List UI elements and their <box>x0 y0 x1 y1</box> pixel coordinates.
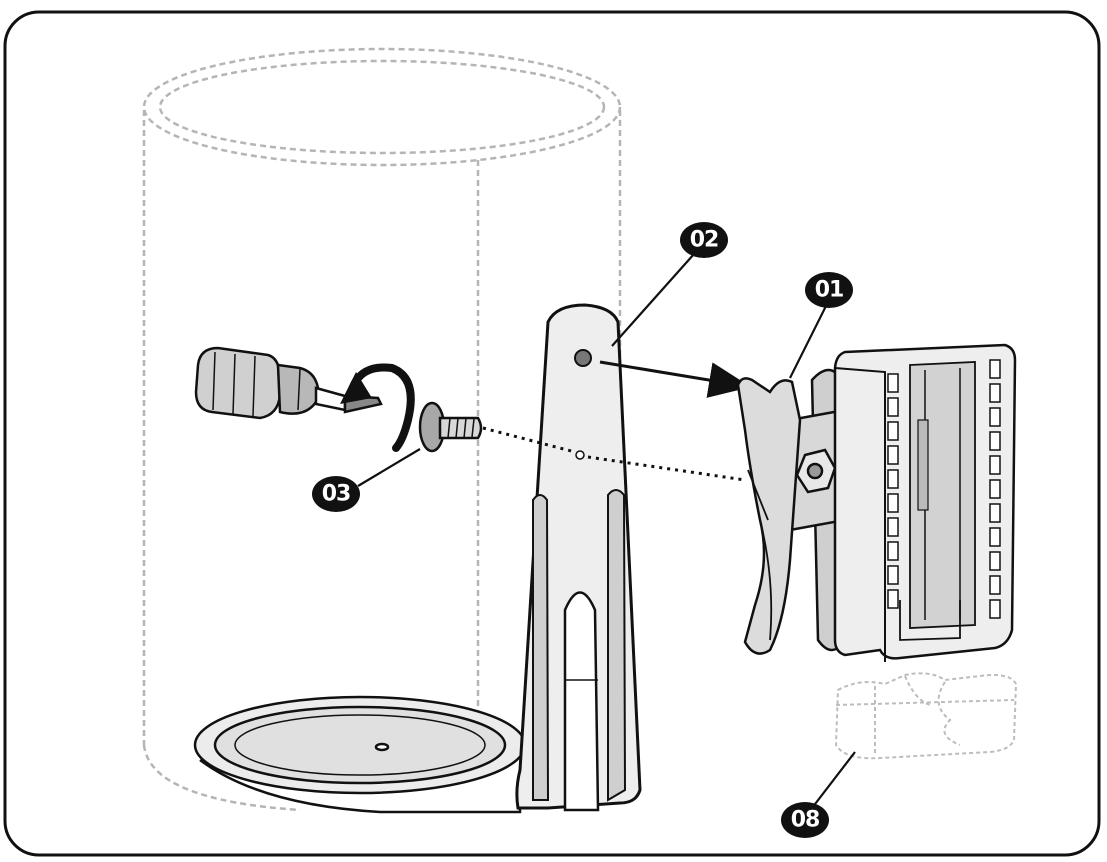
bracket-plate <box>515 303 642 812</box>
bracket-upper-hole <box>574 349 592 367</box>
callout-badge-08: 08 <box>781 802 829 838</box>
bracket-lower-hole <box>575 450 585 460</box>
svg-text:08: 08 <box>791 808 820 833</box>
callout-badge-03: 03 <box>312 476 360 512</box>
insertion-arrow <box>599 360 751 398</box>
ghost-mount <box>834 672 1018 760</box>
svg-text:01: 01 <box>815 278 844 303</box>
clamp-mount <box>736 343 1017 662</box>
callout-badge-02: 02 <box>680 222 728 258</box>
callout-leaders <box>357 253 856 809</box>
screwdriver <box>194 346 383 420</box>
rotation-arrow <box>340 363 415 452</box>
svg-text:03: 03 <box>322 482 351 507</box>
mount-alignment-dotted-line <box>587 455 746 482</box>
base-plate <box>193 695 527 814</box>
callout-badge-01: 01 <box>805 272 853 308</box>
svg-text:02: 02 <box>690 228 719 253</box>
screw <box>418 401 483 453</box>
